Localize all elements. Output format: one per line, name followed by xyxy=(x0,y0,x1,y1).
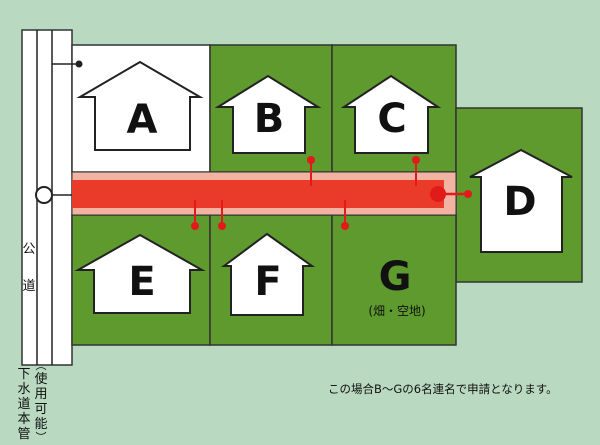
connector-e-dot xyxy=(191,222,199,230)
road-label-1: 公 xyxy=(22,242,36,257)
sewer-label-sub: ︵ 使 用 可 能 ︶ xyxy=(34,360,48,444)
drain-pipe xyxy=(72,180,444,208)
lot-a-label: A xyxy=(126,97,158,143)
lot-g-note: (畑・空地) xyxy=(368,304,426,318)
sewer-char: 用 xyxy=(34,387,48,402)
sewer-char: 下 xyxy=(17,367,31,382)
connector-b-dot xyxy=(307,156,315,164)
sewer-label-main: 下 水 道 本 管 xyxy=(17,367,31,442)
house-b-shape xyxy=(214,74,322,154)
sewer-char: 使 xyxy=(34,372,48,387)
lot-b-label: B xyxy=(253,96,285,142)
sewer-char: 管 xyxy=(17,427,31,442)
house-d-shape xyxy=(469,148,573,253)
connector-a-dot xyxy=(75,60,83,68)
house-e-shape xyxy=(74,233,206,314)
house-c-shape xyxy=(340,74,442,154)
lot-g-label: G xyxy=(378,254,412,300)
connector-g-dot xyxy=(341,222,349,230)
lot-f-label: F xyxy=(254,259,282,305)
connector-d-dot xyxy=(464,190,472,198)
sewer-char: ︵ xyxy=(35,359,47,372)
sewer-char: 本 xyxy=(17,412,31,427)
connector-f-dot xyxy=(218,222,226,230)
house-f-shape xyxy=(220,232,316,316)
road-label-2: 道 xyxy=(22,279,36,294)
lot-g xyxy=(331,214,457,346)
junction-manhole xyxy=(35,186,53,204)
lot-d-label: D xyxy=(503,179,537,225)
caption: この場合B～Gの6名連名で申請となります。 xyxy=(328,382,558,396)
sewer-char: 能 xyxy=(34,417,48,432)
sewer-char: 水 xyxy=(17,382,31,397)
sewer-char: 道 xyxy=(17,397,31,412)
house-a-shape xyxy=(76,60,204,151)
sewer-char: 可 xyxy=(34,402,48,417)
lot-e-label: E xyxy=(128,259,156,305)
lot-c-label: C xyxy=(377,96,407,142)
sewer-char: ︶ xyxy=(35,431,47,444)
connector-c-dot xyxy=(412,156,420,164)
